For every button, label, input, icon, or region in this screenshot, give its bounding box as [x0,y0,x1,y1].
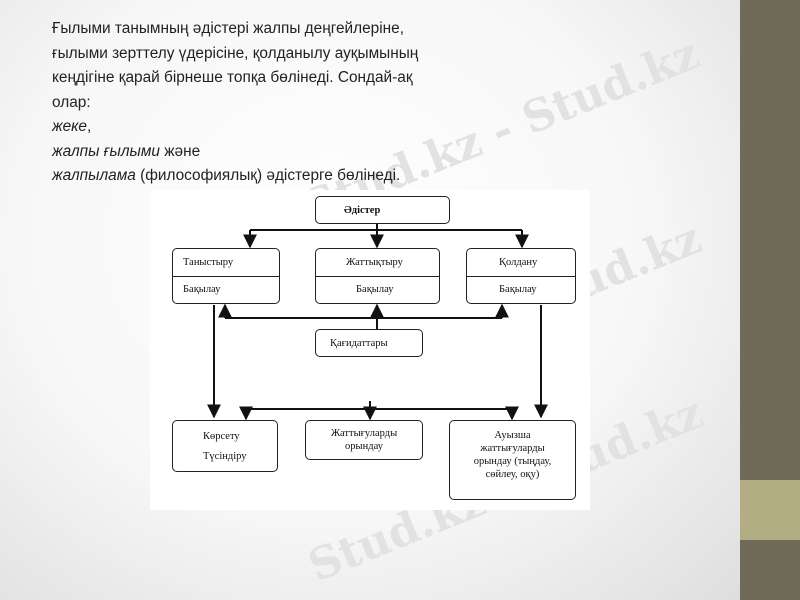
explain-label: Түсіндіру [203,451,247,462]
show-explain-box: Көрсету Түсіндіру [172,420,278,472]
list-item-philosophical: жалпылама (философиялық) әдістерге бөлін… [52,164,522,189]
intro-line: ғылыми зерттелу үдерісіне, қолданылу ауқ… [52,44,419,62]
principles-box: Қағидаттары [315,329,423,357]
diagram-connectors [207,224,548,421]
term-general-scientific: жалпы ғылыми [52,142,160,160]
term-individual: жеке [52,118,87,135]
intro-line: олар: [52,93,91,111]
observe-label: Бақылау [316,275,439,304]
show-label: Көрсету [203,431,240,442]
oral-exercises-box: Ауызша жаттығуларды орындау (тыңдау, сөй… [449,420,576,500]
apply-box: Қолдану Бақылау [466,248,576,304]
term-universal: жалпылама [52,167,136,184]
intro-line: кеңдігіне қарай бірнеше топқа бөлінеді. … [52,69,413,86]
observe-label: Бақылау [173,275,279,304]
list-item-general: жалпы ғылыми және [52,140,522,165]
exercises-box: Жаттығуларды орындау [305,420,423,460]
methods-diagram: Әдістер Таныстыру Бақылау Жаттықтыру Бақ… [150,190,590,510]
train-box: Жаттықтыру Бақылау [315,248,440,304]
sidebar-accent [740,480,800,540]
observe-label: Бақылау [467,275,575,304]
introduce-box: Таныстыру Бақылау [172,248,280,304]
train-label: Жаттықтыру [346,256,403,268]
introduce-label: Таныстыру [183,256,234,268]
list-item-individual: жеке, [52,115,522,140]
apply-label: Қолдану [499,256,538,268]
intro-line: Ғылыми танымның әдістері жалпы деңгейлер… [52,20,404,37]
item-suffix: (философиялық) әдістерге бөлінеді. [135,167,401,184]
root-box: Әдістер [315,196,450,224]
item-suffix: және [159,142,201,160]
item-suffix: , [86,118,92,135]
intro-paragraph: Ғылыми танымның әдістері жалпы деңгейлер… [52,17,522,189]
